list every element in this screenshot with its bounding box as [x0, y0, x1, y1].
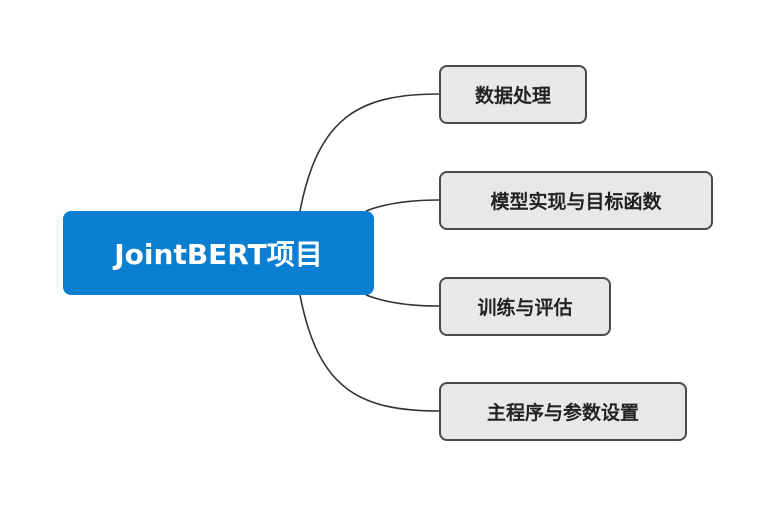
- root-topic[interactable]: JointBERT项目: [63, 211, 374, 295]
- connector-to-model-implementation: [365, 199, 440, 212]
- connector-to-training-evaluation: [365, 294, 440, 307]
- branch-topic-label: 主程序与参数设置: [486, 402, 639, 424]
- branch-topic-main-program[interactable]: 主程序与参数设置: [439, 382, 687, 441]
- connector-to-data-processing: [299, 93, 440, 212]
- branch-topic-label: 模型实现与目标函数: [490, 191, 662, 213]
- branch-topic-model-implementation[interactable]: 模型实现与目标函数: [439, 171, 713, 230]
- branch-topic-training-evaluation[interactable]: 训练与评估: [439, 277, 611, 336]
- branch-topic-label: 训练与评估: [477, 297, 573, 319]
- branch-topic-data-processing[interactable]: 数据处理: [439, 65, 587, 124]
- branch-topic-label: 数据处理: [474, 85, 551, 107]
- root-topic-label: JointBERT项目: [114, 238, 323, 271]
- connector-to-main-program: [299, 294, 440, 412]
